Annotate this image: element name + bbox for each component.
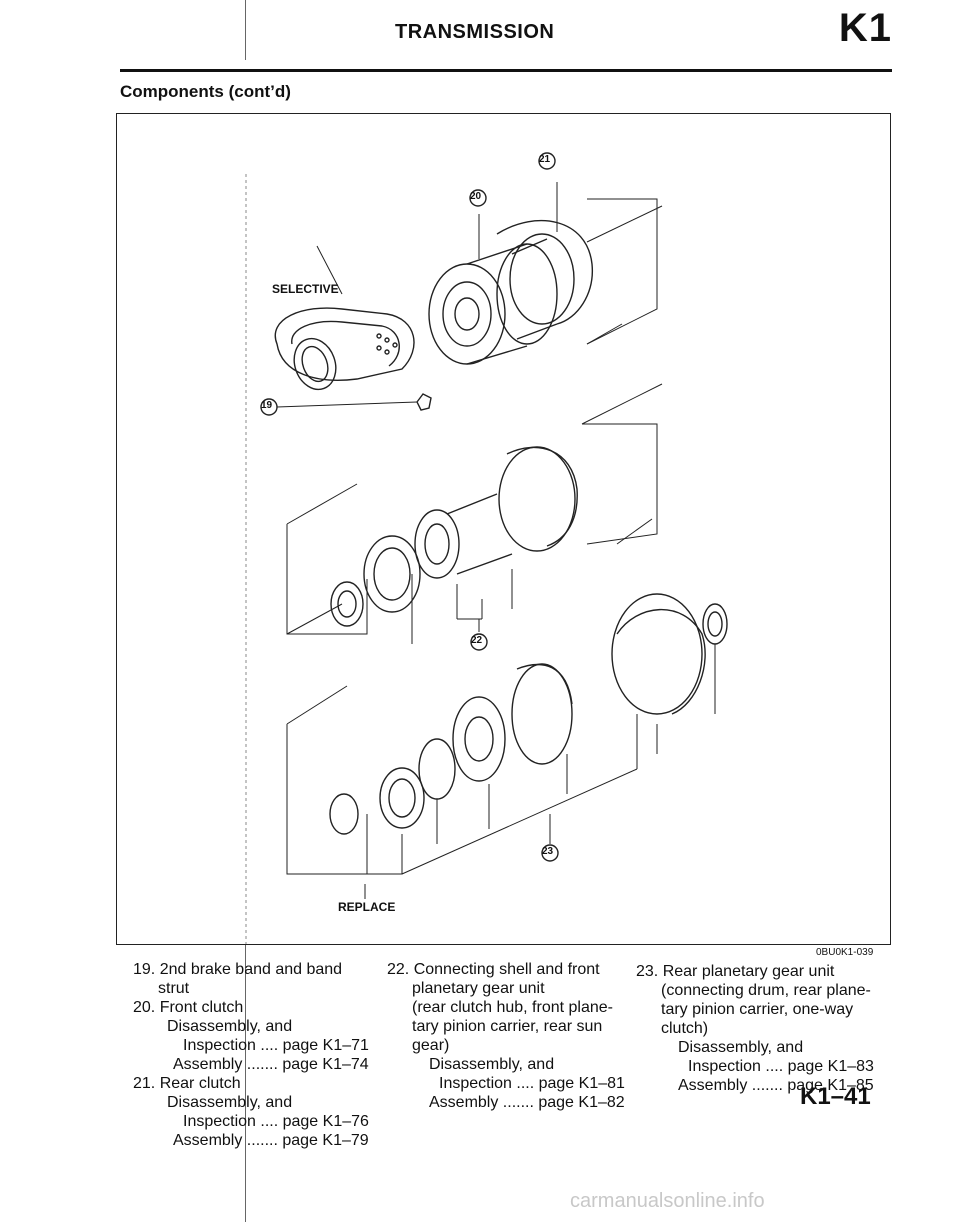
legend-line: Inspection .... page K1–81	[439, 1075, 625, 1092]
legend-line: planetary gear unit	[412, 980, 545, 997]
legend-line: Disassembly, and	[678, 1039, 804, 1056]
callout-22: 22	[471, 635, 483, 646]
legend-item-22: 22. Connecting shell and front	[387, 961, 600, 978]
legend-line: gear)	[412, 1037, 450, 1054]
callout-selective: SELECTIVE	[272, 282, 339, 296]
legend-line: Disassembly, and	[429, 1056, 555, 1073]
callout-circle-23	[541, 844, 559, 862]
legend-line: Inspection .... page K1–83	[688, 1058, 874, 1075]
brake-band-part	[274, 245, 432, 411]
legend-line: (rear clutch hub, front plane-	[412, 999, 613, 1016]
legend-column-1: 19. 2nd brake band and band strut 20. Fr…	[133, 960, 369, 1150]
legend-line: tary pinion carrier, one-way	[661, 1001, 854, 1018]
callout-circle-20	[469, 189, 487, 207]
watermark-text: carmanualsonline.info	[570, 1190, 765, 1212]
figure-code: 0BU0K1-039	[816, 947, 874, 958]
callout-21: 21	[539, 154, 551, 165]
legend-item-23: 23. Rear planetary gear unit	[636, 963, 835, 980]
diagram-drawing	[245, 152, 728, 944]
legend-item-19: 19. 2nd brake band and band	[133, 961, 343, 978]
connecting-shell-part	[286, 383, 663, 644]
page-title: TRANSMISSION	[395, 21, 555, 43]
legend-line: Inspection .... page K1–76	[183, 1113, 369, 1130]
callout-19: 19	[261, 400, 273, 411]
scan-line-bottom	[245, 945, 246, 1222]
legend-line: (connecting drum, rear plane-	[661, 982, 871, 999]
legend-line: Inspection .... page K1–71	[183, 1037, 369, 1054]
callout-23: 23	[542, 846, 554, 857]
callout-circle-19	[260, 398, 278, 416]
section-heading: Components (cont’d)	[120, 82, 291, 101]
legend-line: Assembly ....... page K1–82	[429, 1094, 625, 1111]
legend-column-2: 22. Connecting shell and front planetary…	[387, 960, 625, 1112]
page-number: K1–41	[800, 1083, 871, 1110]
exploded-diagram: SELECTIVE REPLACE 21 20 19 22 23	[116, 113, 891, 945]
header-rule	[120, 69, 892, 72]
legend-column-3: 23. Rear planetary gear unit (connecting…	[636, 962, 874, 1095]
legend-line: strut	[158, 980, 190, 997]
callout-20: 20	[470, 191, 482, 202]
legend-line: clutch)	[661, 1020, 709, 1037]
scan-line-top	[245, 0, 246, 60]
legend-line: Assembly ....... page K1–79	[173, 1132, 369, 1149]
legend-item-21: 21. Rear clutch	[133, 1075, 241, 1092]
section-code: K1	[838, 6, 892, 50]
rear-planetary-part	[286, 593, 728, 899]
legend-line: Disassembly, and	[167, 1018, 293, 1035]
callout-replace: REPLACE	[338, 900, 396, 914]
legend-line: tary pinion carrier, rear sun	[412, 1018, 603, 1035]
legend-line: Disassembly, and	[167, 1094, 293, 1111]
legend-item-20: 20. Front clutch	[133, 999, 244, 1016]
callout-circle-22	[470, 633, 488, 651]
callout-circle-21	[538, 152, 556, 170]
clutch-drums-part	[428, 182, 663, 365]
legend-line: Assembly ....... page K1–85	[678, 1077, 874, 1094]
legend-line: Assembly ....... page K1–74	[173, 1056, 369, 1073]
